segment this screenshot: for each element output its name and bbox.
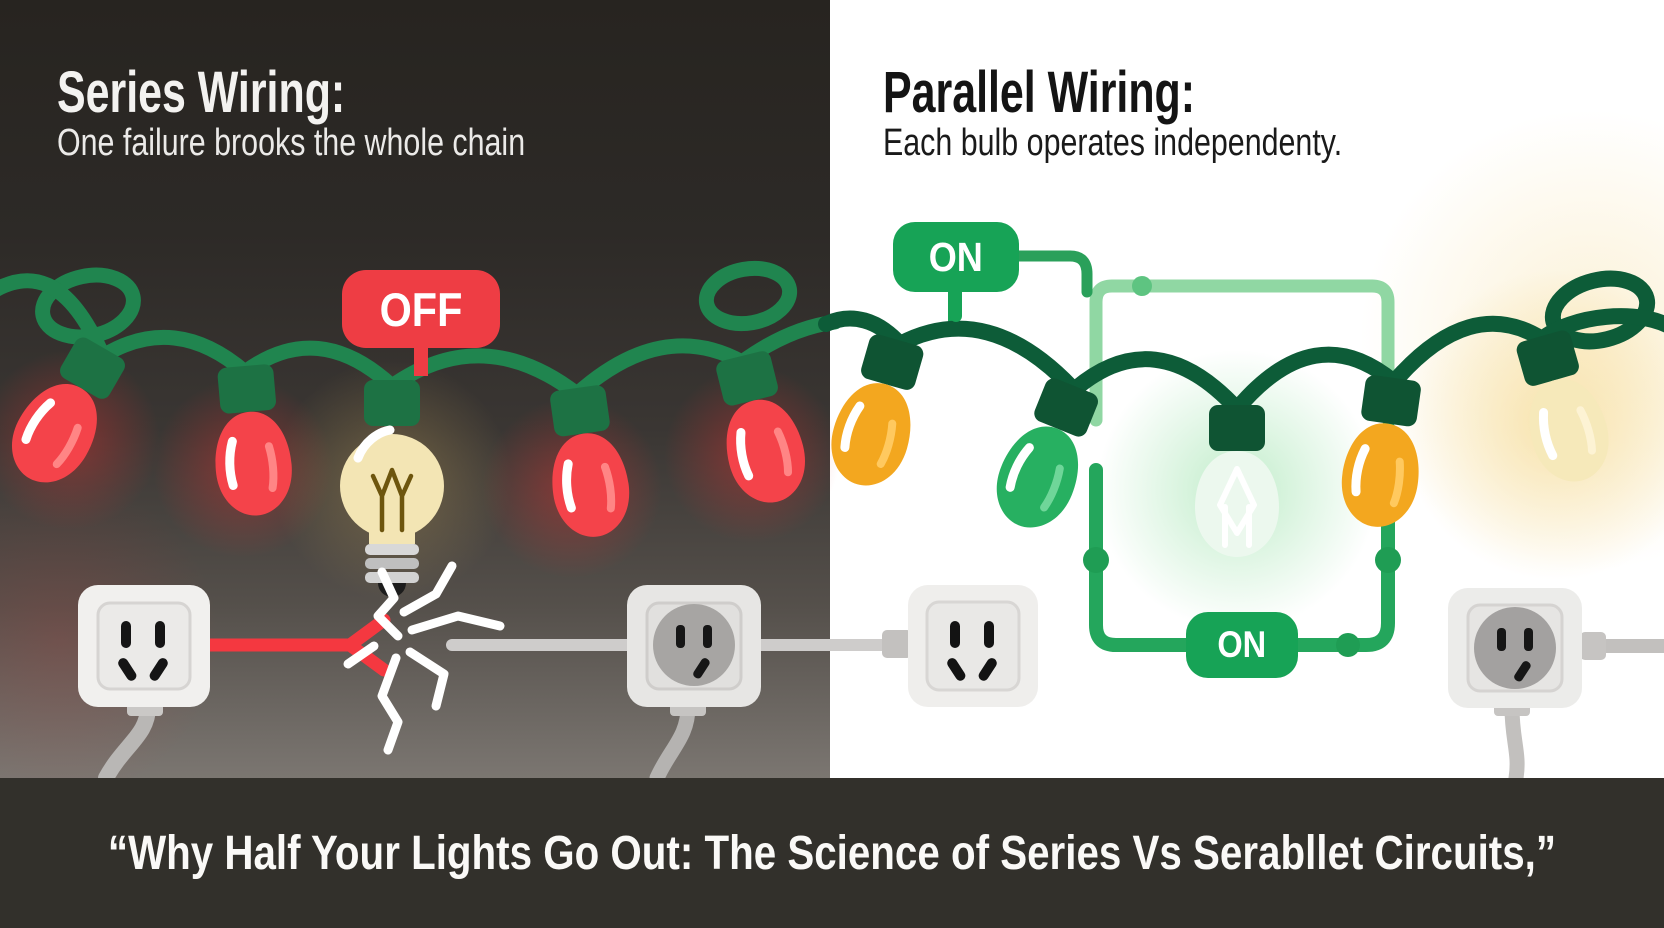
- off-badge-label: OFF: [379, 282, 463, 336]
- series-red-bulb-3: [550, 385, 630, 537]
- crack-icon: [343, 561, 505, 755]
- parallel-title: Parallel Wiring:: [883, 60, 1196, 125]
- parallel-orange-bulb-1: [831, 334, 924, 486]
- on-status-badge-top: ON: [893, 222, 1019, 322]
- caption-text: “Why Half Your Lights Go Out: The Scienc…: [107, 826, 1557, 880]
- parallel-subtitle: Each bulb operates independenty.: [883, 122, 1343, 164]
- parallel-outlet-right: [1448, 588, 1664, 778]
- on-badge-bottom-label: ON: [1217, 624, 1267, 665]
- parallel-orange-bulb-2: [1341, 375, 1421, 527]
- on-badge-top-label: ON: [928, 233, 984, 280]
- parallel-cream-bulb: [1516, 330, 1609, 482]
- dead-bulb-icon: [340, 380, 444, 597]
- series-outlet-left: [78, 585, 210, 778]
- off-status-badge: OFF: [342, 270, 500, 376]
- parallel-outlet-left: [882, 585, 1038, 707]
- caption-band: “Why Half Your Lights Go Out: The Scienc…: [0, 778, 1664, 928]
- wiring-illustration: [0, 110, 1664, 778]
- parallel-green-bulb: [996, 378, 1098, 528]
- series-red-bulb-2: [215, 364, 292, 516]
- parallel-glowing-bulb: [1195, 405, 1279, 557]
- series-subtitle: One failure brooks the whole chain: [57, 122, 526, 164]
- on-status-badge-bottom: ON: [1186, 612, 1298, 678]
- series-title: Series Wiring:: [57, 60, 346, 125]
- series-red-bulb-4: [716, 351, 805, 503]
- broken-red-wire: [201, 613, 391, 677]
- series-red-bulb-1: [12, 337, 125, 483]
- series-outlet-middle: [627, 585, 761, 778]
